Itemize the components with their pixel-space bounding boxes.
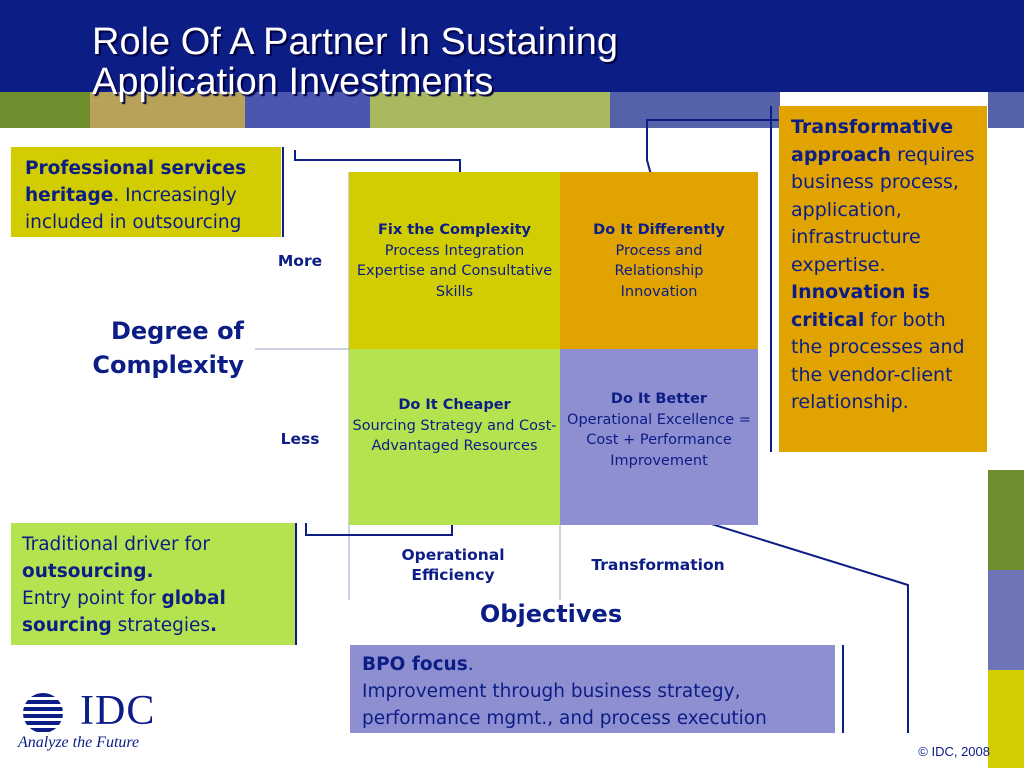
quadrant-do-cheaper: Do It Cheaper Sourcing Strategy and Cost… <box>349 349 560 525</box>
quadrant-description: Process Integration Expertise and Consul… <box>356 242 553 300</box>
callout-bl-bold-2: global sourcing <box>22 588 226 636</box>
callout-bl-text-2: Entry point for <box>22 588 162 609</box>
callout-transformative-approach: Transformative approach requires busines… <box>779 106 987 452</box>
callout-b-text-1: . <box>467 654 474 675</box>
quadrant-description: Process and Relationship Innovation <box>614 242 704 300</box>
header-strip-olive <box>370 92 610 128</box>
header-strip-purple <box>610 92 780 128</box>
header-banner <box>0 0 1024 92</box>
edge-tile-2 <box>988 92 1024 128</box>
callout-b-bold: BPO focus <box>362 654 468 675</box>
callout-tl-text: . Increasingly included in outsourcing <box>25 185 242 233</box>
x-axis-right-label: Transformation <box>591 556 725 574</box>
x-axis-title: Objectives <box>479 600 623 628</box>
y-axis-low-label: Less <box>280 430 320 448</box>
y-axis-high-label: More <box>277 252 323 270</box>
quadrant-title: Fix the Complexity <box>377 222 531 238</box>
y-axis-title: Degree of Complexity <box>92 317 244 379</box>
callout-bl-text-1: Traditional driver for <box>22 534 210 555</box>
quadrant-description: Operational Excellence = Cost + Performa… <box>567 411 751 469</box>
quadrant-title: Do It Cheaper <box>398 397 511 413</box>
title-line-2: Application Investments <box>92 61 494 103</box>
callout-bpo-focus: BPO focus. Improvement through business s… <box>350 645 835 733</box>
callout-bl-bold-1: outsourcing. <box>22 561 154 582</box>
callout-tr-text-1: requires business process, application, … <box>791 143 975 276</box>
quadrant-fix-complexity: Fix the Complexity Process Integration E… <box>349 172 560 349</box>
quadrant-title: Do It Better <box>610 391 708 407</box>
callout-tr-bold-1: Transformative approach <box>791 116 954 166</box>
callout-bl-text-3: strategies <box>111 615 211 636</box>
callout-tr-text-2: for both the processes and the vendor-cl… <box>791 308 965 414</box>
edge-tile-1 <box>988 0 1024 92</box>
callout-tr-bold-2: Innovation is critical <box>791 281 930 331</box>
header-strip-green <box>0 92 90 128</box>
x-axis-left-label: Operational Efficiency <box>401 546 505 584</box>
quadrant-description: Sourcing Strategy and Cost-Advantaged Re… <box>352 417 557 455</box>
callout-professional-services: Professional services heritage. Increasi… <box>11 147 281 237</box>
callout-traditional-driver: Traditional driver for outsourcing. Entry… <box>11 523 295 645</box>
edge-tile-3 <box>988 470 1024 570</box>
callout-b-text-2: Improvement through business strategy, p… <box>362 681 767 729</box>
edge-tile-5 <box>988 670 1024 768</box>
edge-tile-4 <box>988 570 1024 670</box>
quadrant-do-better: Do It Better Operational Excellence = Co… <box>560 349 758 525</box>
header-strip-tan <box>90 92 245 128</box>
slide-title: Role Of A Partner In Sustaining Applicat… <box>92 22 792 102</box>
copyright-notice: © IDC, 2008 <box>918 744 990 759</box>
title-line-1: Role Of A Partner In Sustaining <box>92 21 618 63</box>
idc-logo-wordmark: IDC <box>80 688 156 734</box>
quadrant-do-differently: Do It Differently Process and Relationsh… <box>560 172 758 349</box>
callout-tl-bold: Professional services heritage <box>25 158 247 206</box>
idc-logo-tagline: Analyze the Future <box>18 734 140 751</box>
header-strip-blue <box>245 92 370 128</box>
callout-bl-bold-3: . <box>210 615 218 636</box>
quadrant-title: Do It Differently <box>593 222 725 238</box>
idc-globe-icon <box>23 693 63 732</box>
